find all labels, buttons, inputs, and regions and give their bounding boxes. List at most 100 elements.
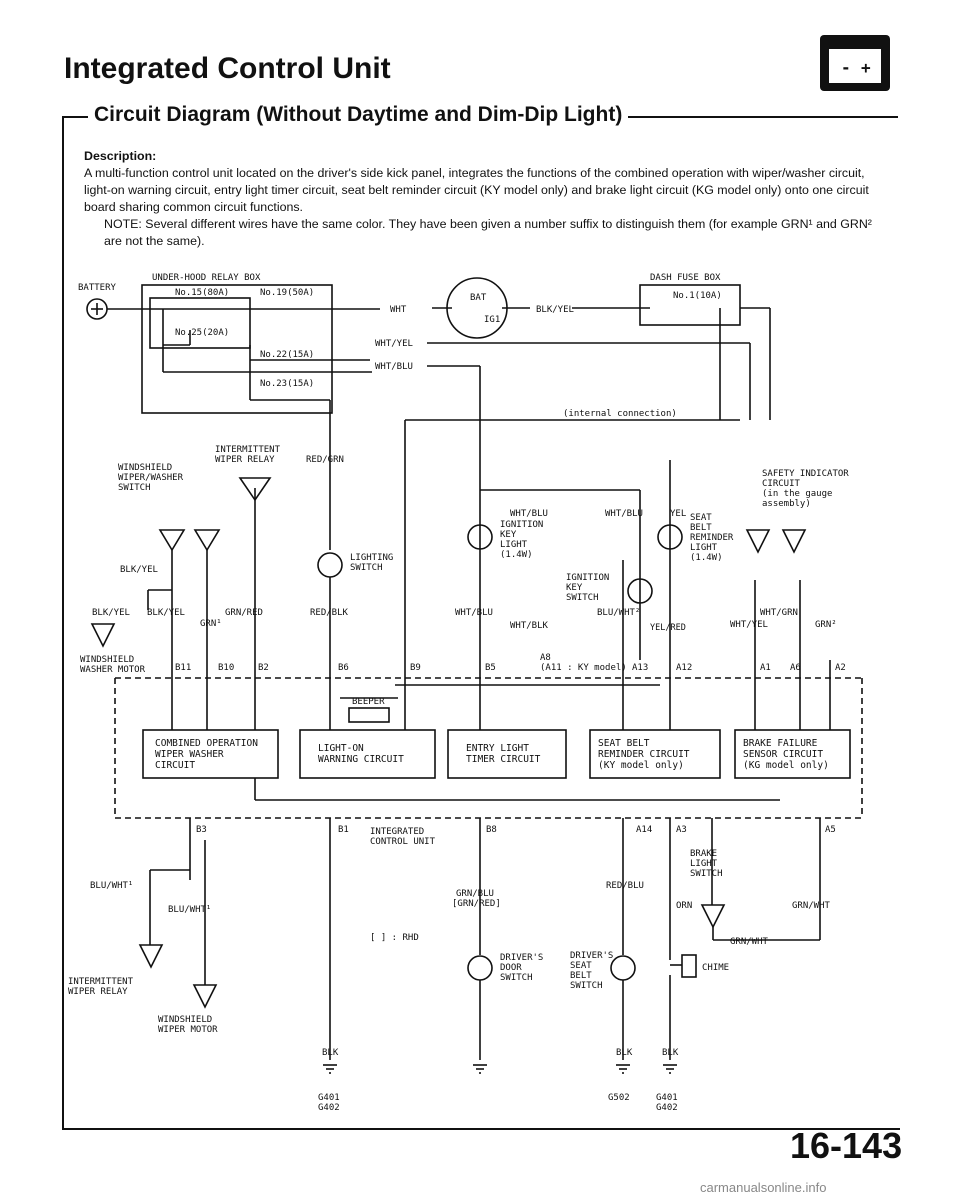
label-seat-belt-light-5: (1.4W) bbox=[690, 553, 723, 563]
label-dash-fuse-box: DASH FUSE BOX bbox=[650, 273, 721, 283]
label-drivers-door-switch: DRIVER'S bbox=[500, 953, 543, 963]
battery-icon-body: - + bbox=[829, 49, 881, 83]
box-light-on bbox=[299, 729, 436, 779]
label-safety-indicator: SAFETY INDICATOR bbox=[762, 469, 849, 479]
label-ignition-key-light: IGNITION bbox=[500, 520, 543, 530]
wire-label-blk-1: BLK bbox=[322, 1048, 339, 1058]
label-box-entry-2: TIMER CIRCUIT bbox=[466, 754, 541, 765]
description-text: A multi-function control unit located on… bbox=[84, 166, 869, 214]
wire-label-grn2: GRN² bbox=[815, 620, 837, 630]
wire-label-yel: YEL bbox=[670, 509, 686, 519]
label-ground-g502: G502 bbox=[608, 1093, 630, 1103]
battery-plus-symbol: + bbox=[861, 58, 871, 77]
pin-b5: B5 bbox=[485, 663, 496, 673]
label-fuse-25: No.25(20A) bbox=[175, 328, 229, 338]
label-windshield-motor-2: WIPER MOTOR bbox=[158, 1025, 218, 1035]
ignition-key-switch bbox=[627, 578, 653, 604]
wire-label-red-blk: RED/BLK bbox=[310, 608, 349, 618]
label-ignition-bat: BAT bbox=[470, 293, 487, 303]
label-under-hood-relay-box: UNDER-HOOD RELAY BOX bbox=[152, 273, 261, 283]
label-box-light-on-1: LIGHT-ON bbox=[318, 743, 364, 754]
pin-a3: A3 bbox=[676, 825, 687, 835]
ignition-switch bbox=[446, 277, 508, 339]
page-title: Integrated Control Unit bbox=[64, 52, 391, 85]
wire-label-wht-yel-2: WHT/YEL bbox=[730, 620, 768, 630]
wire-label-wht-yel: WHT/YEL bbox=[375, 339, 413, 349]
wire-label-wht-blu-3: WHT/BLU bbox=[605, 509, 643, 519]
label-brake-light-switch: BRAKE bbox=[690, 849, 717, 859]
wire-label-wht-blu-2: WHT/BLU bbox=[510, 509, 548, 519]
wire-label-blk-yel-2: BLK/YEL bbox=[92, 608, 130, 618]
wire-label-red-grn: RED/GRN bbox=[306, 455, 344, 465]
battery-section-icon: - + bbox=[820, 35, 890, 91]
label-box-brake-3: (KG model only) bbox=[743, 760, 829, 771]
label-box-brake-2: SENSOR CIRCUIT bbox=[743, 749, 823, 760]
under-hood-relay-box bbox=[141, 284, 333, 414]
drivers-seat-belt-switch bbox=[610, 955, 636, 981]
pin-a8: A8 bbox=[540, 653, 551, 663]
box-brake-failure bbox=[734, 729, 851, 779]
pin-a14: A14 bbox=[636, 825, 652, 835]
label-brake-light-switch-2: LIGHT bbox=[690, 859, 718, 869]
label-ground-g401-b: G401 bbox=[656, 1093, 678, 1103]
wire-label-blu-wht1-a: BLU/WHT¹ bbox=[90, 881, 133, 891]
label-washer-motor-2: WASHER MOTOR bbox=[80, 665, 146, 675]
wire-label-blk-yel-1: BLK/YEL bbox=[120, 565, 158, 575]
pin-b8: B8 bbox=[486, 825, 497, 835]
label-drivers-door-switch-3: SWITCH bbox=[500, 973, 533, 983]
label-ground-g402-a: G402 bbox=[318, 1103, 340, 1113]
label-box-seat-belt-3: (KY model only) bbox=[598, 760, 684, 771]
description-label: Description: bbox=[84, 149, 157, 163]
label-box-combined-3: CIRCUIT bbox=[155, 760, 195, 771]
label-fuse-1: No.1(10A) bbox=[673, 291, 722, 301]
wire-label-blk-yel-3: BLK/YEL bbox=[147, 608, 185, 618]
wire-label-grn-red: GRN/RED bbox=[225, 608, 263, 618]
label-ignition-key-switch-3: SWITCH bbox=[566, 593, 599, 603]
label-ignition-ig1: IG1 bbox=[484, 315, 500, 325]
label-box-combined-1: COMBINED OPERATION bbox=[155, 738, 258, 749]
label-ignition-key-light-2: KEY bbox=[500, 530, 517, 540]
pin-b2: B2 bbox=[258, 663, 269, 673]
label-fuse-19: No.19(50A) bbox=[260, 288, 314, 298]
pin-a6: A6 bbox=[790, 663, 801, 673]
wire-label-wht: WHT bbox=[390, 305, 407, 315]
ignition-key-light bbox=[467, 524, 493, 550]
label-intermittent-relay-lower: INTERMITTENT bbox=[68, 977, 134, 987]
description-note: NOTE: Several different wires have the s… bbox=[104, 217, 872, 248]
pin-a5: A5 bbox=[825, 825, 836, 835]
drivers-door-switch bbox=[467, 955, 493, 981]
label-intermittent-relay: INTERMITTENT bbox=[215, 445, 281, 455]
pin-b10: B10 bbox=[218, 663, 234, 673]
label-fuse-22: No.22(15A) bbox=[260, 350, 314, 360]
label-ignition-key-light-4: (1.4W) bbox=[500, 550, 533, 560]
label-lighting-switch: LIGHTING bbox=[350, 553, 393, 563]
pin-b3: B3 bbox=[196, 825, 207, 835]
pin-b9: B9 bbox=[410, 663, 421, 673]
label-washer-motor: WINDSHIELD bbox=[80, 655, 134, 665]
wire-label-grn-red-rhd: [GRN/RED] bbox=[452, 899, 501, 909]
label-battery: BATTERY bbox=[78, 283, 117, 293]
label-drivers-seat-belt-switch-2: SEAT bbox=[570, 961, 592, 971]
label-icu-2: CONTROL UNIT bbox=[370, 837, 436, 847]
label-seat-belt-light: SEAT bbox=[690, 513, 712, 523]
label-drivers-door-switch-2: DOOR bbox=[500, 963, 522, 973]
label-fuse-15: No.15(80A) bbox=[175, 288, 229, 298]
diagram-frame bbox=[62, 118, 900, 1130]
label-intermittent-relay-lower-2: WIPER RELAY bbox=[68, 987, 128, 997]
wire-label-grn-blu: GRN/BLU bbox=[456, 889, 494, 899]
label-drivers-seat-belt-switch: DRIVER'S bbox=[570, 951, 613, 961]
fuse-box-inner bbox=[149, 297, 251, 349]
wire-label-red-blu: RED/BLU bbox=[606, 881, 644, 891]
dash-fuse-box bbox=[639, 284, 741, 326]
label-safety-indicator-4: assembly) bbox=[762, 499, 811, 509]
wire-label-blu-wht2: BLU/WHT² bbox=[597, 608, 640, 618]
wire-label-grn-wht-2: GRN/WHT bbox=[730, 937, 769, 947]
wire-label-wht-grn: WHT/GRN bbox=[760, 608, 798, 618]
pin-a2: A2 bbox=[835, 663, 846, 673]
wire-label-yel-red: YEL/RED bbox=[650, 623, 686, 633]
label-lighting-switch-2: SWITCH bbox=[350, 563, 383, 573]
label-icu: INTEGRATED bbox=[370, 827, 424, 837]
wire-label-grn1: GRN¹ bbox=[200, 619, 222, 629]
battery-minus-symbol: - bbox=[841, 58, 851, 77]
wire-label-wht-blu-4: WHT/BLU bbox=[455, 608, 493, 618]
